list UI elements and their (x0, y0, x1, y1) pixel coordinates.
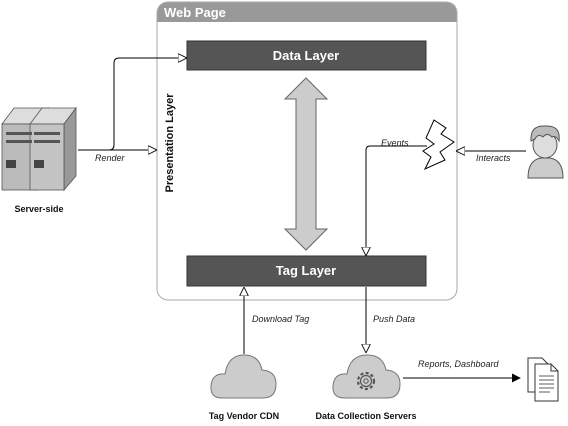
data-layer-label: Data Layer (273, 48, 339, 63)
download-tag-label: Download Tag (252, 314, 309, 324)
user-icon (527, 125, 564, 179)
web-page-title: Web Page (164, 5, 226, 20)
tag-layer-box: Tag Layer (186, 255, 427, 287)
bidirectional-arrow (283, 77, 329, 251)
events-connector (366, 145, 427, 255)
tag-layer-label: Tag Layer (276, 263, 336, 278)
cloud-icon (210, 354, 277, 399)
push-data-label: Push Data (373, 314, 415, 324)
server-side-label: Server-side (14, 204, 63, 214)
presentation-layer-label: Presentation Layer (164, 93, 176, 193)
reports-dashboard-label: Reports, Dashboard (418, 359, 500, 369)
data-layer-box: Data Layer (186, 40, 427, 71)
data-collection-cloud (332, 354, 401, 399)
interacts-label: Interacts (476, 153, 511, 163)
web-page-header (157, 2, 457, 22)
render-label: Render (95, 153, 126, 163)
documents-icon (527, 357, 559, 402)
data-collection-servers-label: Data Collection Servers (315, 411, 416, 421)
events-label: Events (381, 138, 409, 148)
server-icon (1, 106, 77, 192)
gear-icon (356, 371, 376, 391)
lightning-icon (422, 119, 455, 171)
tag-vendor-cdn-label: Tag Vendor CDN (209, 411, 279, 421)
